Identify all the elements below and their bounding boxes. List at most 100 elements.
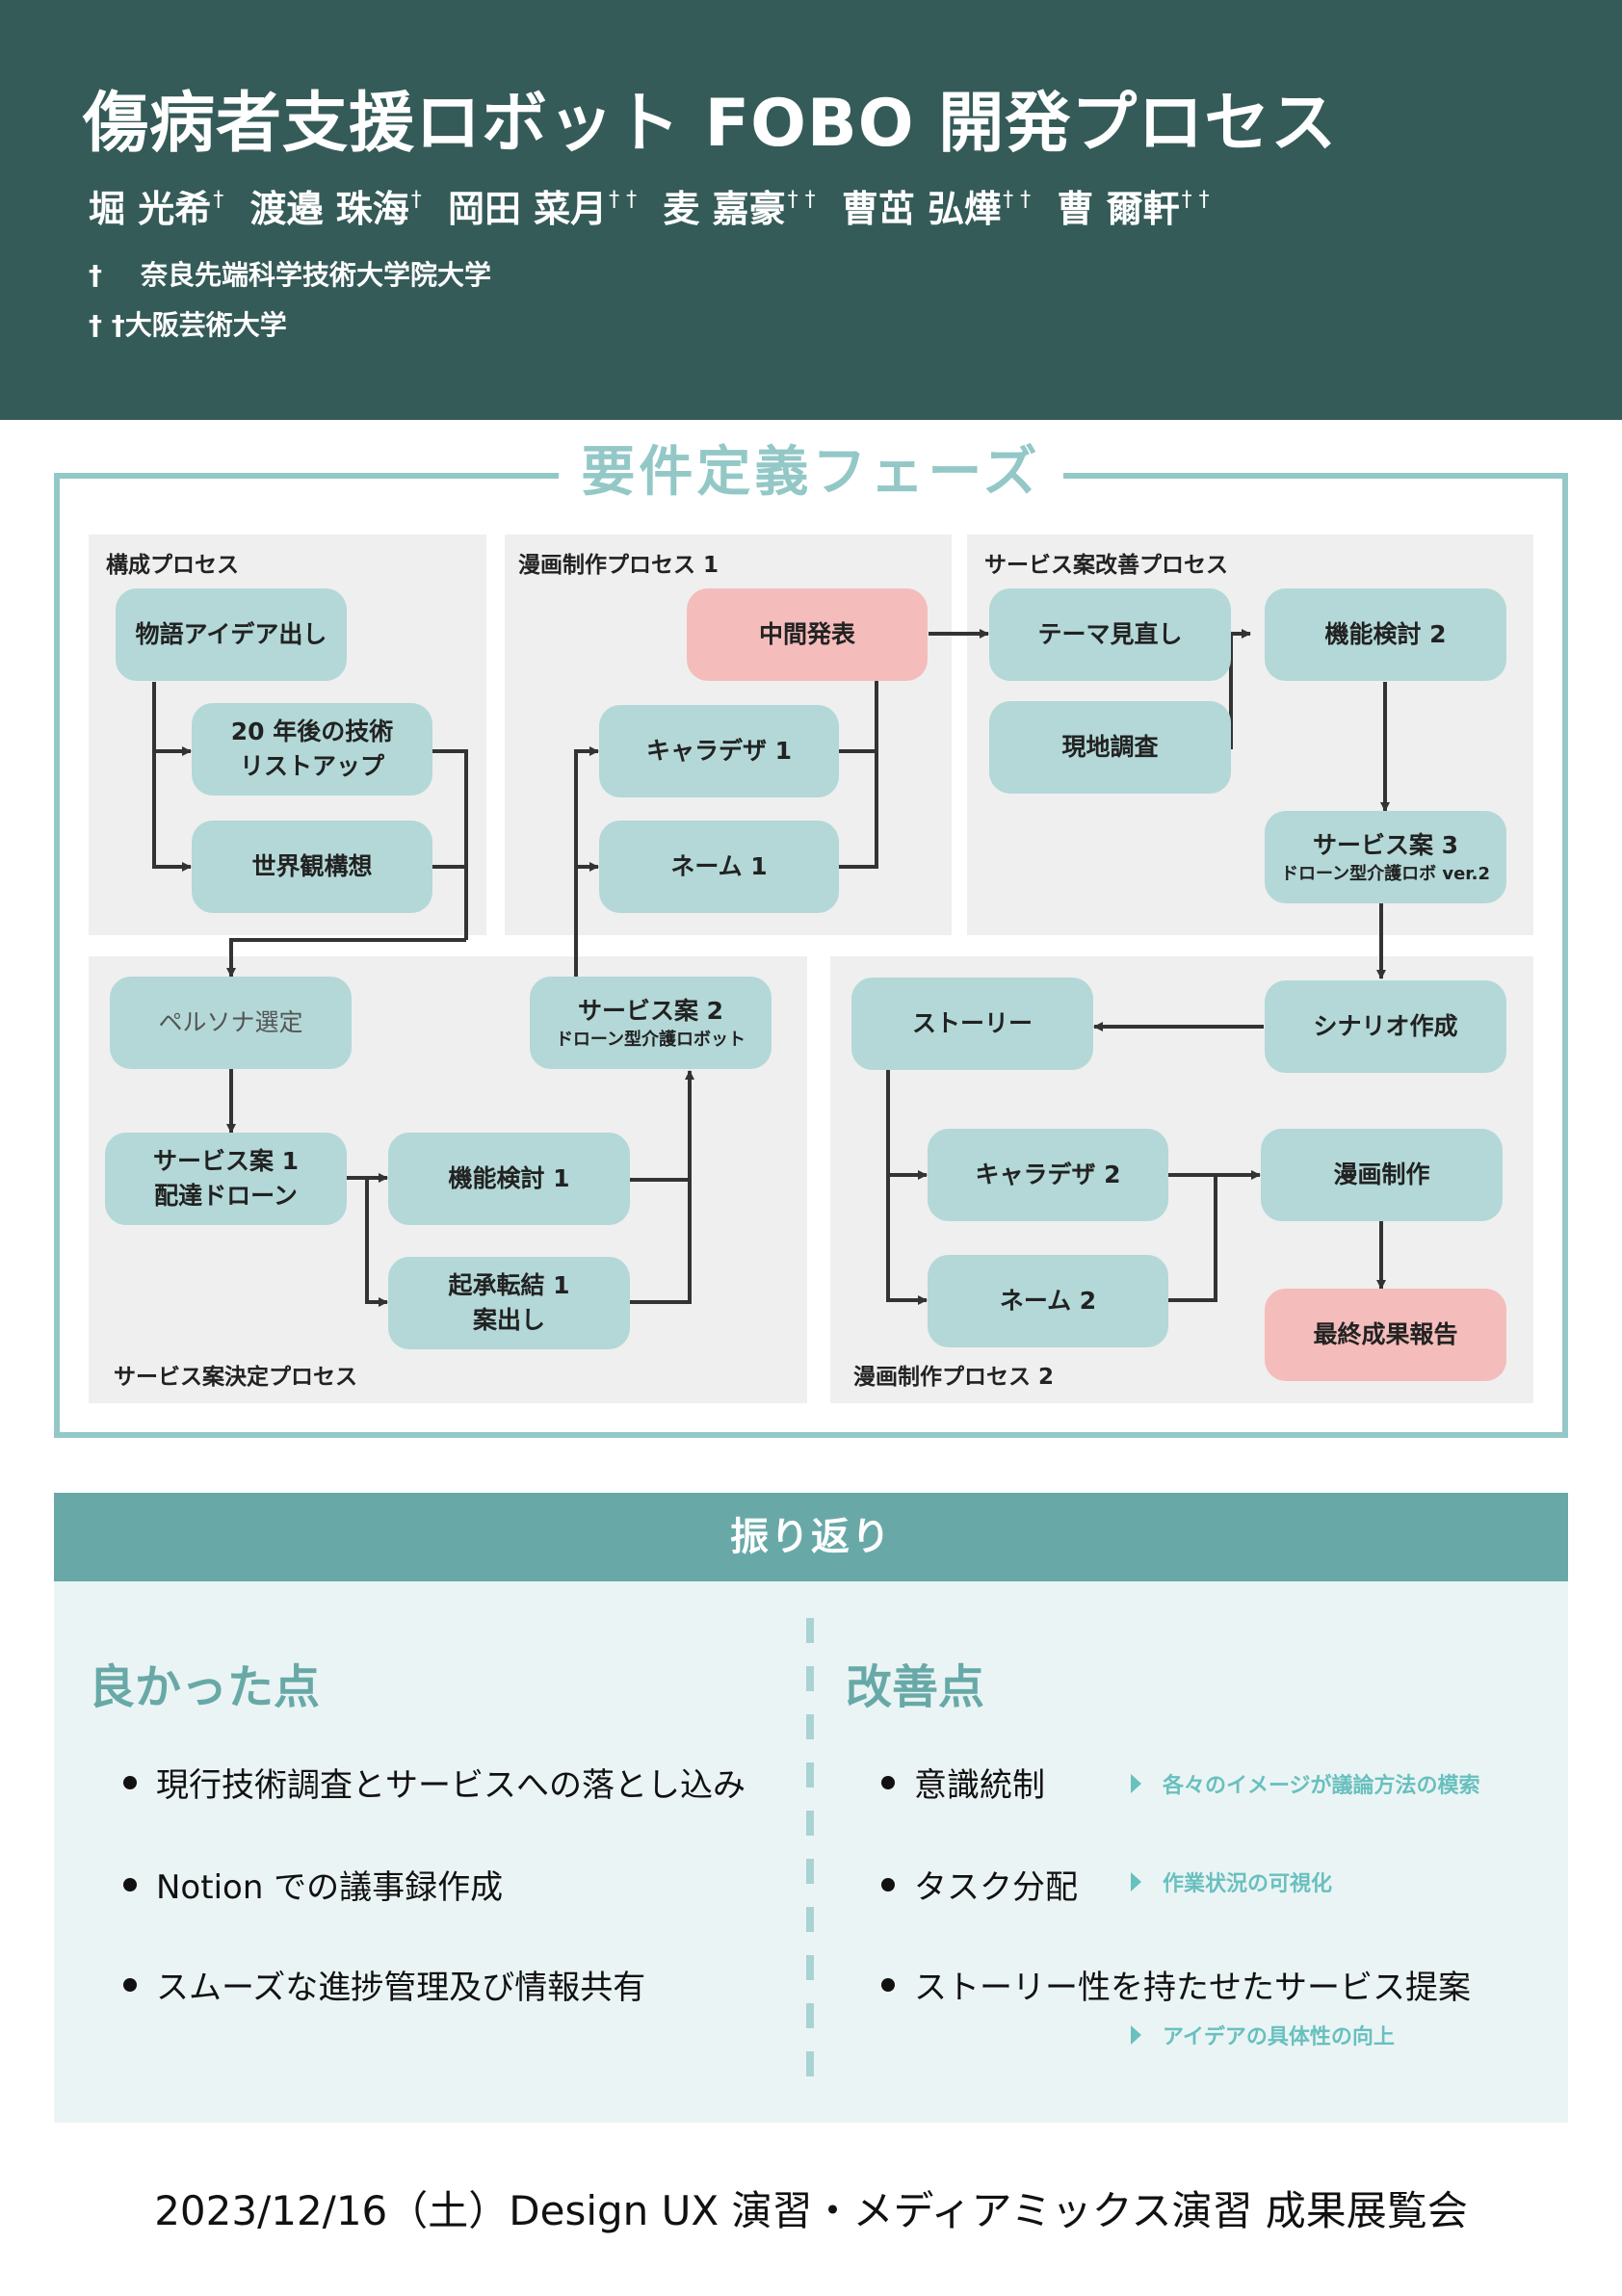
node-feature-review-1-label: 機能検討 1 [448,1163,570,1192]
good-point-item: Notion での議事録作成 [123,1861,503,1908]
node-service-plan-2: サービス案 2 ドローン型介護ロボット [530,977,772,1069]
node-field-survey-label: 現地調査 [1061,732,1159,761]
good-point-item: スムーズな進捗管理及び情報共有 [123,1961,645,2008]
node-tech-list: 20 年後の技術 リストアップ [192,703,432,796]
node-worldview: 世界観構想 [192,821,432,913]
node-midterm-label: 中間発表 [758,619,855,648]
node-final-report: 最終成果報告 [1265,1289,1506,1381]
triangle-right-icon [1131,1872,1141,1892]
good-point-item: 現行技術調査とサービスへの落とし込み [123,1759,746,1806]
improvement-text: 意識統制 [914,1766,1045,1805]
event-footer: 2023/12/16（土）Design UX 演習・メディアミックス演習 成果展… [154,2187,1468,2234]
affiliation-mark: † [213,188,224,212]
improvement-item: 意識統制 [881,1759,1045,1806]
node-story-ideas: 物語アイデア出し [116,588,347,681]
panel-label-manga-2: 漫画制作プロセス 2 [853,1365,1055,1390]
poster-header: 傷病者支援ロボット FOBO 開発プロセス 堀 光希† 渡邉 珠海† 岡田 菜月… [0,0,1622,420]
bullet-dot [123,1877,137,1892]
affiliation-mark: † [410,188,422,212]
affiliation-mark: † † [609,188,638,212]
improvement-note: 作業状況の可視化 [1131,1866,1332,1897]
node-service-plan-3: サービス案 3 ドローン型介護ロボ ver.2 [1265,811,1506,903]
node-service-plan-1-line-1: サービス案 1 [152,1146,300,1175]
bullet-dot [123,1977,137,1992]
node-character-design-1: キャラデザ 1 [599,705,839,797]
triangle-right-icon [1131,2025,1141,2045]
author-name: 渡邉 珠海 [249,188,409,230]
reflection-divider [806,1618,814,2082]
improvement-note-text: 作業状況の可視化 [1163,1872,1333,1896]
node-character-design-1-label: キャラデザ 1 [645,736,793,765]
bullet-dot [123,1775,137,1789]
node-name-2-label: ネーム 2 [999,1286,1097,1315]
node-service-plan-2-subtitle: ドローン型介護ロボット [555,1030,746,1051]
node-theme-review-label: テーマ見直し [1037,619,1183,648]
node-service-plan-3-subtitle: ドローン型介護ロボ ver.2 [1281,864,1490,885]
node-story-ideas-label: 物語アイデア出し [135,619,327,648]
bullet-dot [881,1877,895,1892]
author-name: 堀 光希 [89,188,212,230]
affiliation-mark: † † [787,188,816,212]
node-name-2: ネーム 2 [928,1255,1168,1347]
improvement-text: ストーリー性を持たせたサービス提案 [914,1969,1471,2007]
improvement-item: ストーリー性を持たせたサービス提案 [881,1961,1471,2008]
node-manga-production-label: 漫画制作 [1333,1160,1430,1188]
affiliation-2-mark: † † [89,309,125,341]
node-story-structure-1: 起承転結 1 案出し [388,1257,630,1349]
good-points-heading: 良かった点 [89,1660,321,1714]
affiliation-1-mark: † [89,259,102,291]
node-tech-list-line-1: 20 年後の技術 [230,717,394,745]
reflection-title: 振り返り [54,1493,1568,1581]
affiliation-1: † 奈良先端科学技術大学院大学 [89,254,491,293]
node-feature-review-2: 機能検討 2 [1265,588,1506,681]
triangle-right-icon [1131,1774,1141,1793]
node-service-plan-1-line-2: 配達ドローン [154,1182,298,1210]
affiliation-2-name: 大阪芸術大学 [124,309,287,341]
node-character-design-2-label: キャラデザ 2 [975,1160,1121,1188]
node-theme-review: テーマ見直し [989,588,1231,681]
node-service-plan-2-title: サービス案 2 [577,997,724,1026]
author-list: 堀 光希† 渡邉 珠海† 岡田 菜月† † 麦 嘉豪† † 曹茁 弘燁† † 曹… [89,179,1223,232]
node-story-structure-1-line-1: 起承転結 1 [448,1270,570,1299]
node-name-1-label: ネーム 1 [670,851,768,880]
author-name: 麦 嘉豪 [663,188,786,230]
panel-label-service-decide: サービス案決定プロセス [114,1365,357,1390]
node-tech-list-line-2: リストアップ [239,752,384,780]
node-name-1: ネーム 1 [599,821,839,913]
improvement-note: アイデアの具体性の向上 [1131,2020,1395,2050]
author-name: 岡田 菜月 [447,188,608,230]
improvement-note: 各々のイメージが議論方法の模索 [1131,1768,1480,1799]
node-story: ストーリー [851,978,1093,1070]
requirements-phase-title: 要件定義フェーズ [559,439,1063,507]
improvement-note-text: 各々のイメージが議論方法の模索 [1163,1774,1480,1798]
node-service-plan-3-title: サービス案 3 [1312,831,1459,860]
affiliation-1-name: 奈良先端科学技術大学院大学 [141,259,492,291]
bullet-dot [881,1977,895,1992]
node-service-plan-1: サービス案 1 配達ドローン [105,1133,347,1225]
node-worldview-label: 世界観構想 [251,851,373,880]
poster-title: 傷病者支援ロボット FOBO 開発プロセス [83,86,1338,162]
node-scenario-writing: シナリオ作成 [1265,980,1506,1073]
good-point-text: 現行技術調査とサービスへの落とし込み [156,1766,746,1805]
node-persona-selection: ペルソナ選定 [110,977,352,1069]
node-feature-review-1: 機能検討 1 [388,1133,630,1225]
improvement-item: タスク分配 [881,1861,1078,1908]
improvement-note-text: アイデアの具体性の向上 [1163,2025,1395,2049]
good-point-text: Notion での議事録作成 [156,1868,504,1907]
node-feature-review-2-label: 機能検討 2 [1324,619,1447,648]
affiliation-2: † †大阪芸術大学 [89,304,287,343]
good-point-text: スムーズな進捗管理及び情報共有 [156,1969,646,2007]
affiliation-mark: † † [1003,188,1032,212]
bullet-dot [881,1775,895,1789]
node-character-design-2: キャラデザ 2 [928,1129,1168,1221]
affiliation-mark: † † [1181,188,1210,212]
improvement-text: タスク分配 [914,1868,1078,1907]
author-name: 曹茁 弘燁 [841,188,1002,230]
node-final-report-label: 最終成果報告 [1313,1319,1458,1348]
panel-label-composition: 構成プロセス [106,553,239,578]
panel-label-manga-1: 漫画制作プロセス 1 [518,553,719,578]
node-story-structure-1-line-2: 案出し [472,1306,545,1334]
node-persona-selection-label: ペルソナ選定 [158,1007,303,1036]
improvements-heading: 改善点 [846,1660,985,1714]
node-field-survey: 現地調査 [989,701,1231,794]
